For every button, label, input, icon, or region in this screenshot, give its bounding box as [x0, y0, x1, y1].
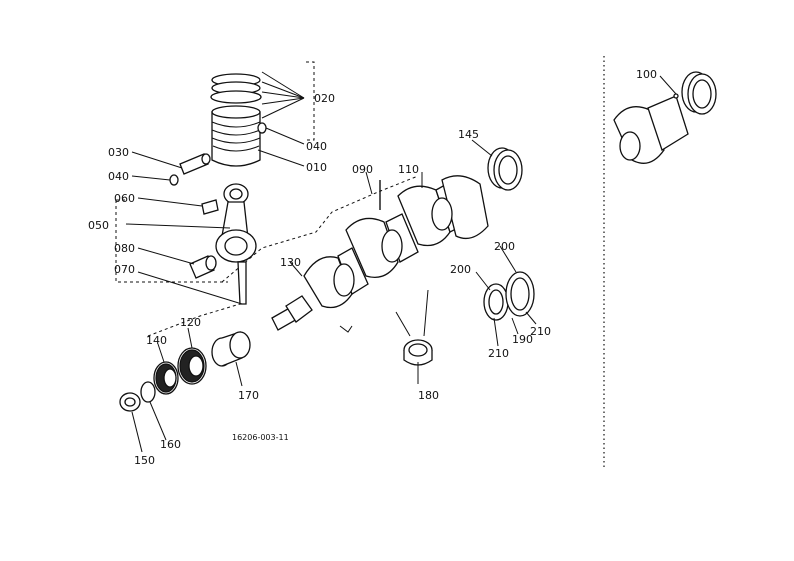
callout-020: 020 — [314, 92, 335, 105]
callout-210-left: 210 — [488, 347, 509, 360]
callout-170: 170 — [238, 389, 259, 402]
callout-070: 070 — [114, 263, 135, 276]
bushing — [211, 331, 251, 367]
leader-lines — [125, 71, 677, 453]
connecting-rod — [189, 183, 257, 305]
piston-pin — [169, 153, 211, 186]
callout-120: 120 — [180, 316, 201, 329]
piston-assembly — [210, 73, 267, 167]
drawing-code: 16206-003-11 — [232, 433, 289, 442]
crank-gear — [177, 347, 207, 385]
callout-040-top: 040 — [306, 140, 327, 153]
callout-050: 050 — [88, 219, 109, 232]
callout-140: 140 — [146, 334, 167, 347]
inset-crankshaft — [613, 71, 717, 164]
callout-080: 080 — [114, 242, 135, 255]
callout-060: 060 — [114, 192, 135, 205]
callout-150: 150 — [134, 454, 155, 467]
callout-090: 090 — [352, 163, 373, 176]
callout-130: 130 — [280, 256, 301, 269]
crankpin-bearing — [403, 339, 433, 366]
callout-labels: 020 040 010 030 040 060 050 080 070 090 … — [88, 68, 657, 467]
collar-and-ring — [119, 381, 156, 412]
callout-180: 180 — [418, 389, 439, 402]
main-bearing-set — [483, 271, 535, 321]
callout-110: 110 — [398, 163, 419, 176]
callout-160: 160 — [160, 438, 181, 451]
callout-200-lower: 200 — [450, 263, 471, 276]
journal-ring — [487, 147, 523, 191]
callout-210-right: 210 — [530, 325, 551, 338]
callout-100: 100 — [636, 68, 657, 81]
assembly-boundaries — [115, 56, 605, 470]
crankshaft — [271, 175, 489, 333]
callout-010: 010 — [306, 161, 327, 174]
callout-040-left: 040 — [108, 170, 129, 183]
callout-030: 030 — [108, 146, 129, 159]
callout-190: 190 — [512, 333, 533, 346]
callout-145: 145 — [458, 128, 479, 141]
callout-200-upper: 200 — [494, 240, 515, 253]
oil-pump-gear — [153, 361, 179, 395]
